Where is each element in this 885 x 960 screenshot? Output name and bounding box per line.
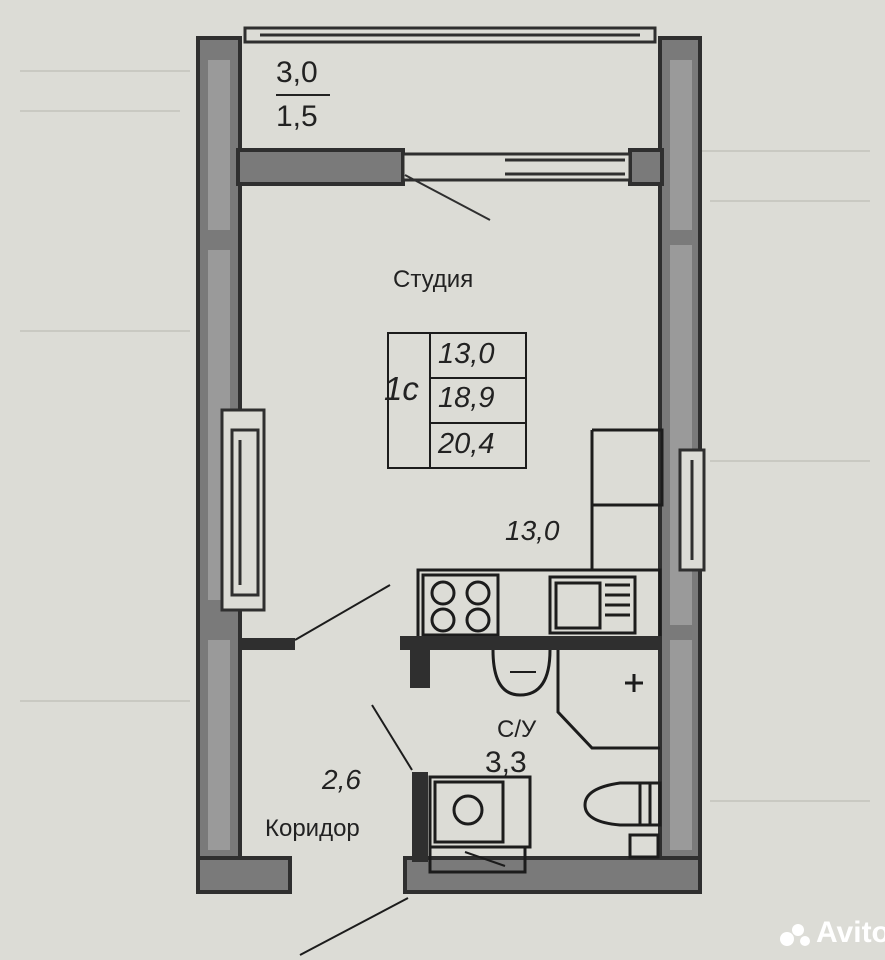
left-window: [220, 408, 266, 612]
bathroom-label: С/У: [497, 716, 537, 743]
balcony-outline: [243, 26, 657, 44]
total-area-value: 18,9: [438, 382, 495, 414]
total-with-balcony-value: 20,4: [438, 428, 495, 460]
fridge: [590, 428, 664, 570]
balcony-area-denominator: 1,5: [276, 100, 318, 133]
balcony-fraction-line: [276, 94, 330, 96]
door-swings: [294, 584, 413, 956]
apartment-type-label: 1с: [384, 370, 419, 407]
balcony-door: [401, 152, 632, 221]
studio-label: Студия: [393, 266, 474, 293]
kitchen-counter: [416, 568, 662, 640]
corridor-area: 2,6: [322, 764, 361, 795]
studio-area: 13,0: [505, 515, 560, 546]
avito-logo-icon: [780, 922, 814, 948]
living-area-value: 13,0: [438, 338, 495, 370]
balcony-area-numerator: 3,0: [276, 56, 318, 89]
bathroom-partition: [240, 636, 662, 862]
corridor-label: Коридор: [265, 815, 360, 842]
right-window: [678, 448, 706, 572]
bathroom-area: 3,3: [485, 746, 527, 779]
bathroom-fixtures: [428, 649, 662, 874]
avito-watermark: Avito: [816, 916, 885, 949]
summary-table-grid: [387, 332, 527, 469]
